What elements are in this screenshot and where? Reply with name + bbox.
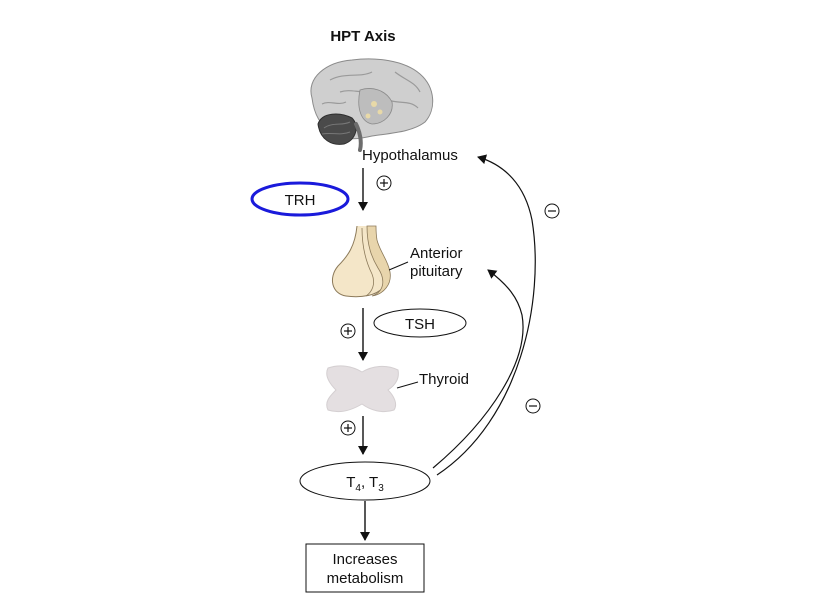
tsh-ellipse [373, 308, 467, 338]
pituitary-leader-line [388, 261, 409, 271]
tsh-label: TSH [405, 316, 435, 333]
stimulation-sign-2 [340, 323, 356, 339]
hypothalamus-label: Hypothalamus [362, 147, 458, 164]
trh-highlight-ellipse [250, 181, 350, 217]
thyroid-illustration [326, 365, 399, 413]
result-box [305, 543, 425, 593]
inhibition-sign-2 [525, 398, 541, 414]
feedback-to-pituitary-arrow [432, 269, 524, 469]
pituitary-illustration [331, 225, 391, 298]
pituitary-label: pituitary [410, 263, 463, 280]
stimulation-sign-1 [376, 175, 392, 191]
brain-illustration [310, 58, 434, 152]
thyroid-leader-line [396, 381, 419, 389]
inhibition-sign-1 [544, 203, 560, 219]
t4-t3-ellipse [299, 461, 431, 501]
result-line-1: Increases [332, 551, 397, 568]
diagram-title: HPT Axis [330, 28, 395, 45]
feedback-to-hypothalamus-arrow [436, 154, 536, 476]
thyroid-label: Thyroid [419, 371, 469, 388]
trh-label: TRH [285, 192, 316, 209]
anterior-label: Anterior [410, 245, 463, 262]
stimulation-sign-3 [340, 420, 356, 436]
t4-t3-label: T4, T3 [346, 474, 384, 494]
result-line-2: metabolism [327, 570, 404, 587]
